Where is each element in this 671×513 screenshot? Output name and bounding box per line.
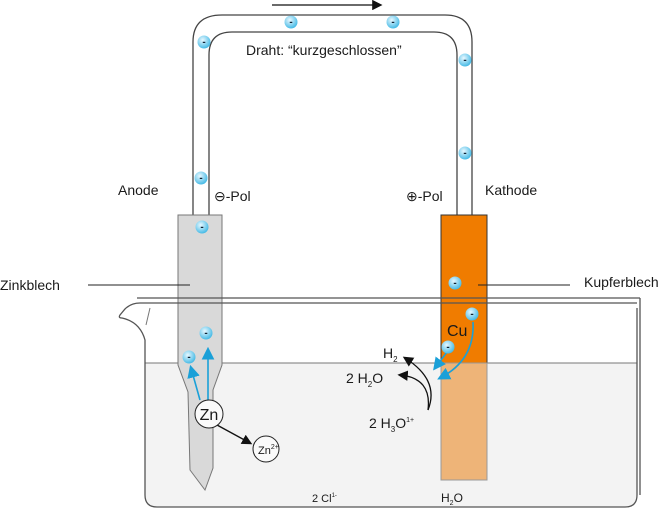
electron [195, 220, 209, 234]
electron-sign: - [187, 352, 190, 363]
copper-electrode [440, 214, 488, 364]
water-label: H2O [441, 491, 463, 507]
electron-sign: - [446, 342, 449, 353]
electron-sign: - [453, 278, 456, 289]
zinc-sheet-label: Zinkblech [0, 277, 60, 293]
wire-inner [208, 31, 458, 215]
electron [284, 15, 298, 29]
solution [145, 363, 637, 507]
zinc-atom [194, 399, 224, 429]
electron [448, 276, 462, 290]
hydronium-label: 2 H3O1+ [369, 415, 414, 434]
electron-sign: - [289, 17, 292, 28]
electron [458, 53, 472, 67]
electron-sign: - [470, 309, 473, 320]
electron [441, 340, 455, 354]
zinc-atom-label: Zn [200, 407, 219, 424]
copper-electrode-submerged [440, 362, 488, 481]
electron-sign: - [199, 173, 202, 184]
zinc-ion-label: Zn2+ [258, 444, 279, 457]
electron [197, 35, 211, 49]
electron [199, 326, 213, 340]
electron-sign: - [463, 55, 466, 66]
electron-sign: - [200, 222, 203, 233]
wire-label: Draht: “kurzgeschlossen” [246, 42, 402, 58]
electrons: - - - - - - - - - - - - [182, 15, 479, 364]
positive-pole-label: ⊕-Pol [406, 188, 443, 204]
wire-outer [192, 14, 473, 215]
electron [182, 350, 196, 364]
negative-pole-label: ⊖-Pol [214, 188, 251, 204]
electron [386, 15, 400, 29]
chloride-label: 2 Cl1- [312, 493, 337, 505]
beaker [118, 302, 638, 508]
electron-sign: - [463, 148, 466, 159]
electron-sign: - [204, 328, 207, 339]
electron [194, 171, 208, 185]
copper-sheet-label: Kupferblech [584, 274, 659, 290]
water-product-label: 2 H2O [346, 370, 383, 389]
hydrogen-label: H2 [383, 345, 398, 364]
electron [465, 307, 479, 321]
zinc-ion [252, 435, 280, 463]
cathode-label: Kathode [485, 182, 537, 198]
electron-sign: - [202, 37, 205, 48]
electron-sign: - [391, 17, 394, 28]
copper-label: Cu [447, 323, 467, 340]
anode-label: Anode [118, 182, 159, 198]
electron [458, 146, 472, 160]
